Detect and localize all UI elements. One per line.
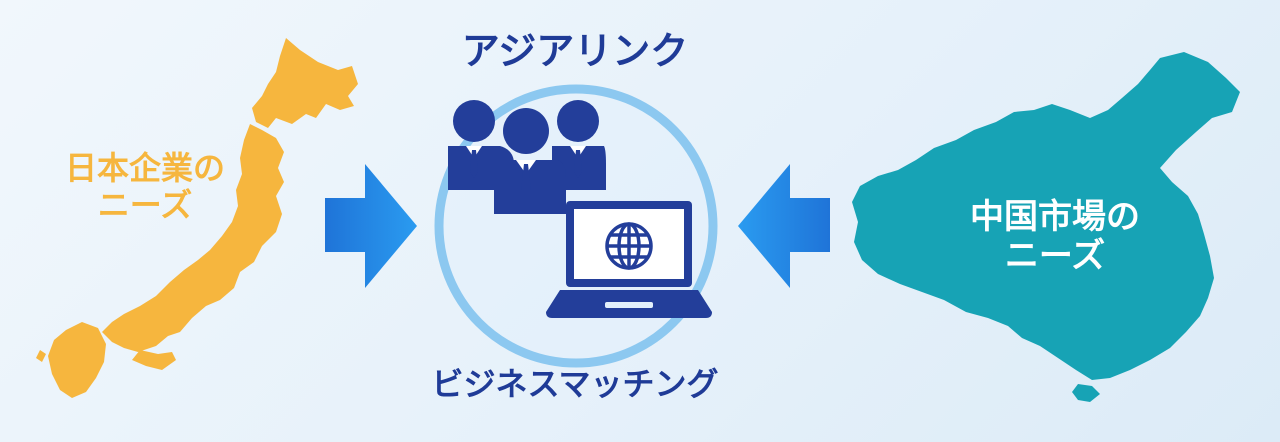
china-label-line2: ニーズ — [1004, 236, 1106, 277]
caption-label: ビジネスマッチング — [431, 365, 719, 403]
china-needs-label: 中国市場の ニーズ — [920, 197, 1190, 277]
japan-needs-label: 日本企業の ニーズ — [30, 150, 260, 224]
japan-label-line2: ニーズ — [97, 185, 193, 224]
japan-label-line1: 日本企業の — [64, 149, 225, 187]
china-label-line1: 中国市場の — [970, 197, 1140, 237]
title-label: アジアリンク — [461, 29, 689, 73]
